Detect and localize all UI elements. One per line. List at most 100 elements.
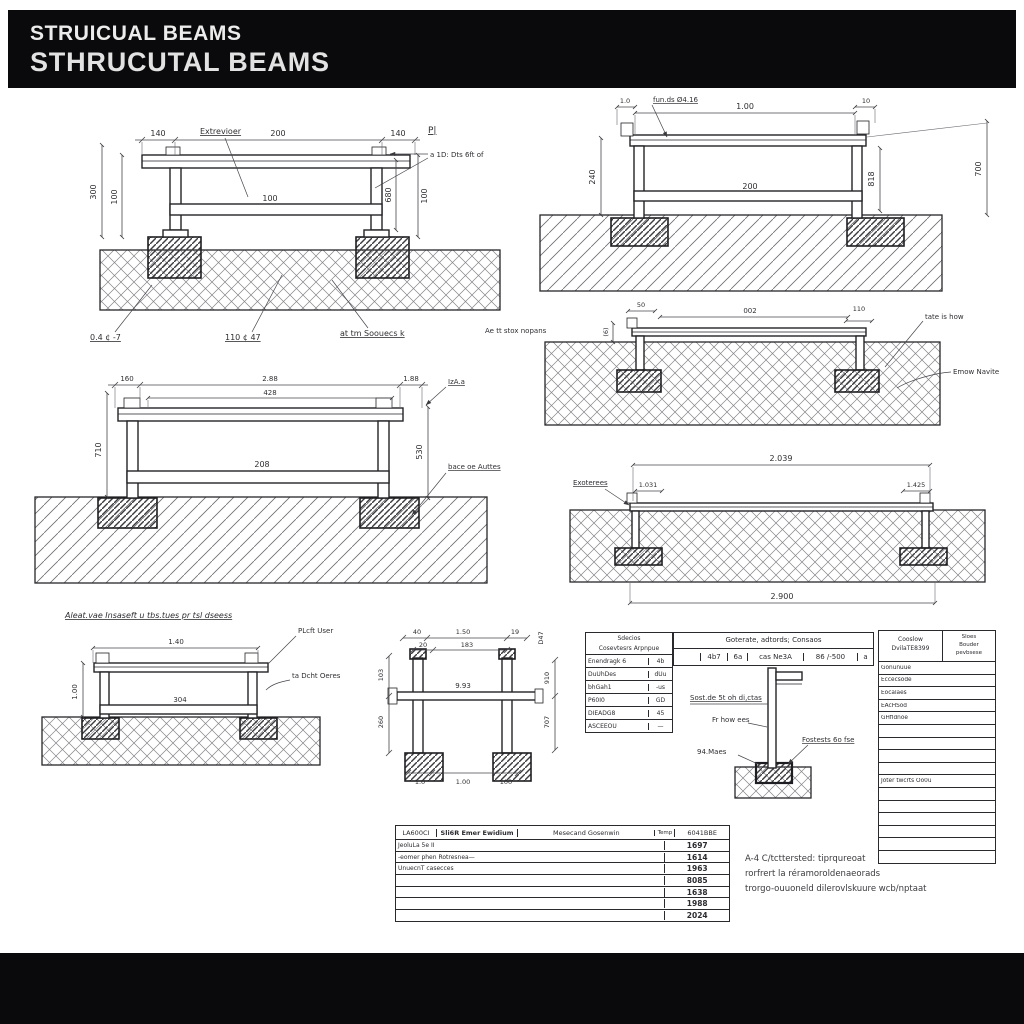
table-row: EAcHSod <box>879 698 995 712</box>
d7-dim-r2: 707 <box>543 716 551 728</box>
d2-label-top: fun.ds Ø4.16 <box>653 96 699 104</box>
note-line2: rorfrert la réramoroldenaeorads <box>745 869 881 879</box>
revision-header-cell: Mesecand Gosenwin <box>517 828 654 837</box>
d3-leader1: tate is how <box>925 313 964 321</box>
spec-cell-name: Enendragk 6 <box>588 657 627 665</box>
d6-dim-mid: 304 <box>173 696 187 704</box>
strip-cell: a <box>857 653 873 661</box>
d7-dim-mid: 9.93 <box>455 682 471 690</box>
d7-dim-t2: 1.50 <box>456 628 470 636</box>
d1-dim-span: 200 <box>270 129 285 138</box>
drawing-frame-section: 40 1.50 19 20 183 D47 103 260 910 707 9.… <box>377 628 559 786</box>
note-line3: trorgo-ouuoneld dilerovlskuure wcb/nptaa… <box>745 884 927 894</box>
schedule-header-col2: Sloes Bouder pevbsese <box>941 631 995 661</box>
revision-value: 1638 <box>664 887 729 897</box>
d7-dim-t5: 183 <box>461 641 473 649</box>
revision-header-cell: Sli6R Emer Ewidium <box>435 828 518 837</box>
d4-leader-top: IzA.a <box>448 378 465 386</box>
schedule-table: Cooslow DvilaTE8399 Sloes Bouder pevbses… <box>878 630 996 864</box>
spec-header-line2: Cosevtesrs Arpnpue <box>598 645 660 652</box>
d2-dim-mid: 200 <box>742 182 757 191</box>
d5-dim-sub-right: 1.425 <box>907 481 926 489</box>
d2-dim-right: 10 <box>862 97 870 105</box>
footer-banner <box>0 953 1024 1024</box>
table-row: 4b7 6a cas Ne3A 86 /-500 a <box>674 648 873 665</box>
d7-dim-l2: 260 <box>377 716 385 728</box>
table-row: Enendragk 6 4b <box>586 654 672 667</box>
page-title-line2: STHRUCUTAL BEAMS <box>30 47 330 77</box>
d1-dim-v-right-inner: 680 <box>384 187 393 202</box>
revision-table: LA600CI Sli6R Emer Ewidium Mesecand Gose… <box>395 825 730 922</box>
table-row <box>879 723 995 737</box>
schedule-cell: GHfidnoe <box>881 715 908 722</box>
general-notes: A-4 C/tcttersted: tiprqureoat rorfrert l… <box>745 852 1005 897</box>
strip-cell: 86 /-500 <box>802 653 857 661</box>
revision-cell: -eomer phen Rotresnea— <box>398 853 475 861</box>
schedule-cell: Eccecsode <box>881 677 912 684</box>
d3-dim-v-left: (6) <box>602 327 610 336</box>
spec-cell-value: — <box>648 722 672 730</box>
table-row: 1988 <box>396 897 729 909</box>
schedule-cell: Eocalaes <box>881 689 907 696</box>
d3-dim-right: 110 <box>853 305 865 313</box>
spec-cell-value: 4b <box>648 657 672 665</box>
d1-label-p: P| <box>428 126 436 136</box>
d7-dim-b3: 100 <box>500 778 512 786</box>
spec-cell-name: DIEADG8 <box>588 709 616 717</box>
schedule-header-col1: Cooslow DvilaTE8399 <box>879 631 942 661</box>
d6-leader2: ta Dcht Oeres <box>292 672 341 680</box>
strip-table: Goterate, adtords; Consaos 4b7 6a cas Ne… <box>673 632 874 666</box>
table-row: -eomer phen Rotresnea— 1614 <box>396 850 729 863</box>
table-row <box>879 761 995 775</box>
table-row: ASCEEOU — <box>586 719 672 732</box>
strip-cell: cas Ne3A <box>747 653 802 661</box>
table-row <box>879 799 995 813</box>
spec-cell-value: 45 <box>648 709 672 717</box>
d7-dim-t1: 40 <box>413 628 421 636</box>
d7-dim-t4: 20 <box>419 641 427 649</box>
drawing-beam-elevation-1: 140 200 140 P| 300 100 680 100 100 Extre… <box>89 126 501 342</box>
d1-note3: at tm Soouecs k <box>340 329 405 338</box>
spec-table-header: Sdecios Cosevtesrs Arpnpue <box>586 633 672 654</box>
d6-title: Aleat.vae Insaseft u tbs.tues pr tsl dse… <box>64 611 232 620</box>
d5-dim-sub-left: 1.031 <box>639 481 658 489</box>
d5-label-left: Exoterees <box>573 479 608 487</box>
table-row: DIEADG8 45 <box>586 706 672 719</box>
spec-cell-name: ASCEEOU <box>588 722 617 730</box>
revision-table-header: LA600CI Sli6R Emer Ewidium Mesecand Gose… <box>396 826 729 839</box>
revision-value: 1614 <box>664 852 729 862</box>
table-row <box>879 812 995 825</box>
drawing-beam-elevation-4: Aleat.vae Insaseft u tbs.tues pr tsl dse… <box>41 611 341 766</box>
spec-cell-value: -us <box>648 683 672 691</box>
d7-dim-r0: D47 <box>537 631 545 644</box>
d1-dim-v-right-outer: 100 <box>420 188 429 203</box>
d8-leader4: Fostests 6o fse <box>802 736 854 744</box>
revision-header-cell: 6041BBE <box>674 828 729 837</box>
d3-dim-span: 002 <box>743 307 756 315</box>
table-row <box>879 849 995 863</box>
d7-dim-r1: 910 <box>543 672 551 684</box>
schedule-h1b: DvilaTE8399 <box>891 645 930 652</box>
d1-dim-right: 140 <box>390 129 405 138</box>
schedule-cell: Joter twcrts Oo0u <box>881 778 932 785</box>
d8-leader1: Sost.de 5t oh di,ctas <box>690 694 762 702</box>
table-row: 1638 <box>396 885 729 898</box>
d8-leader2: Fr how ees <box>712 716 750 724</box>
d4-dim-v-right: 530 <box>415 444 424 459</box>
table-row: Eccecsode <box>879 673 995 687</box>
d2-dim-v-right-inner: 818 <box>867 171 876 186</box>
d1-dim-left: 140 <box>150 129 165 138</box>
d4-dim-right: 1.88 <box>403 375 419 383</box>
drawing-embedded-beam-1: Ae tt stox nopans 50 (6) 002 110 tate is… <box>485 301 999 426</box>
table-row: Gonunuue <box>879 661 995 674</box>
spec-table: Sdecios Cosevtesrs Arpnpue Enendragk 6 4b… <box>585 632 673 733</box>
spec-cell-name: bhGah1 <box>588 683 612 691</box>
d4-leader-right: bace oe Auttes <box>448 463 501 471</box>
d7-dim-b1: 1.0 <box>415 778 425 786</box>
d6-leader1: PLcft User <box>298 627 333 635</box>
table-row <box>879 837 995 850</box>
d4-dim-left: 160 <box>120 375 133 383</box>
